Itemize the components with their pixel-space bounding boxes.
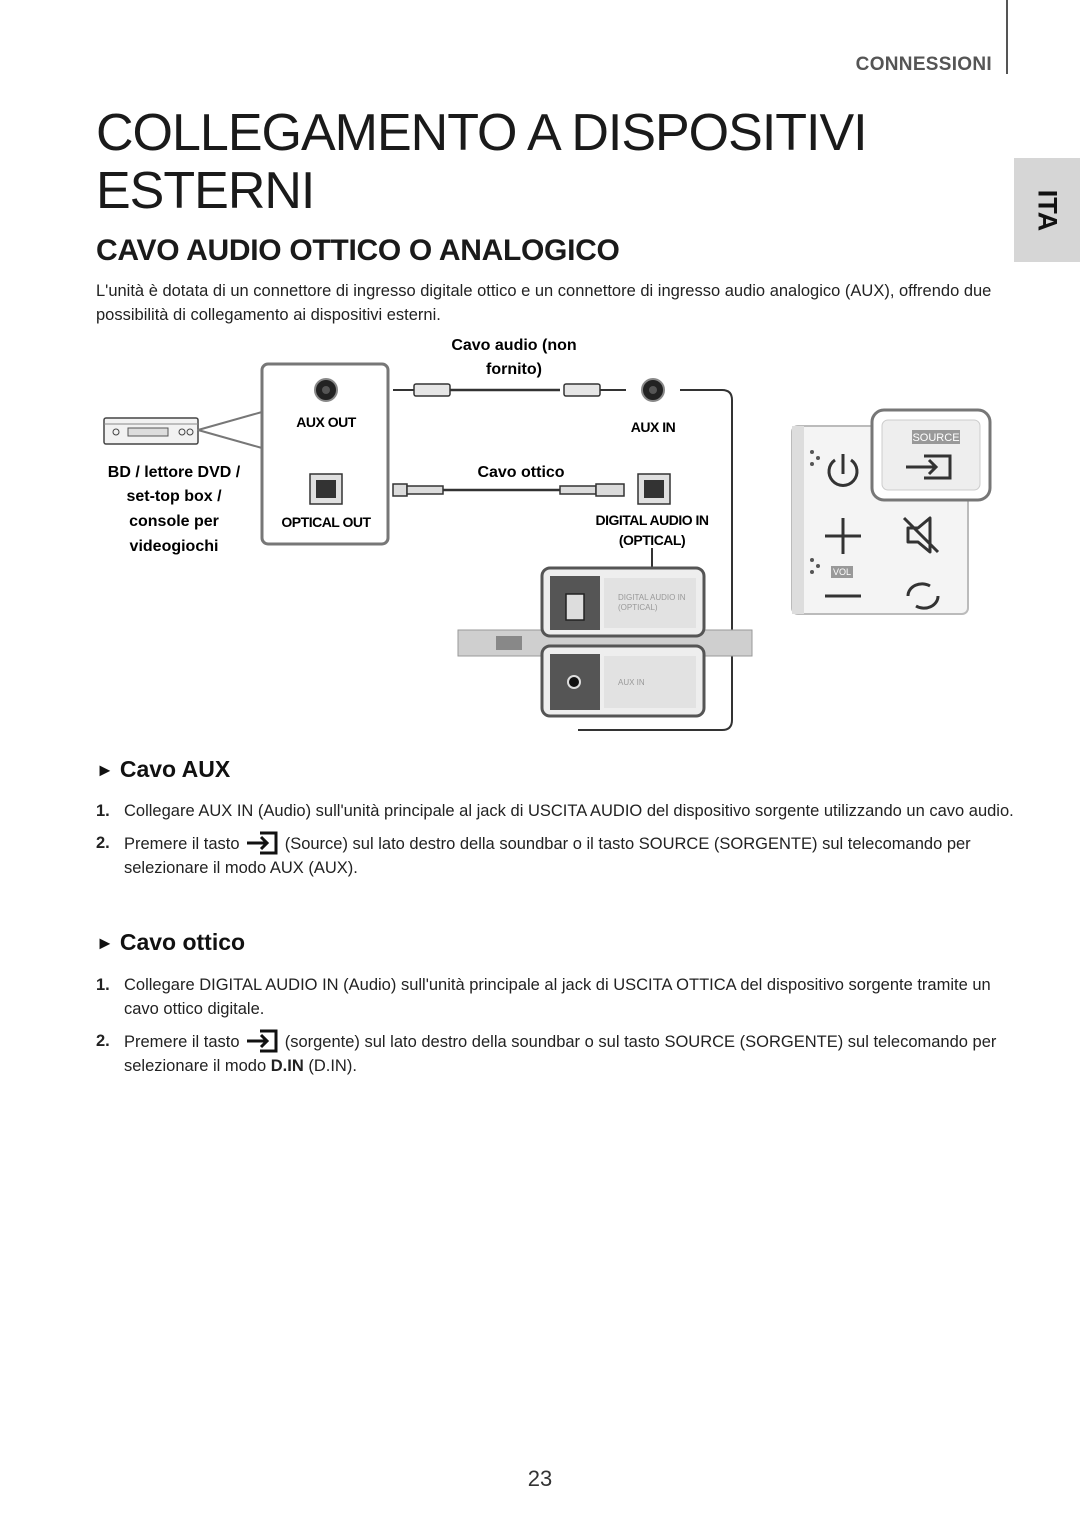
vol-label: VOL xyxy=(833,567,851,577)
source-badge xyxy=(912,430,960,444)
text-run: Premere il tasto xyxy=(124,835,245,853)
optical-cable xyxy=(392,483,625,497)
source-icon xyxy=(247,831,278,855)
source-icon xyxy=(906,454,952,480)
aux-step-2: 2. Premere il tasto (Source) sul lato des… xyxy=(96,831,1016,880)
source-device-label-2: set-top box / xyxy=(126,488,222,505)
source-device-label-4: videogiochi xyxy=(130,538,219,555)
digital-in-label-1: DIGITAL AUDIO IN xyxy=(595,512,708,528)
section-subtitle: CAVO AUDIO OTTICO O ANALOGICO xyxy=(96,234,620,267)
digital-in-label-2: (OPTICAL) xyxy=(619,532,685,548)
step-number: 1. xyxy=(96,976,110,994)
repeat-icon xyxy=(906,582,940,610)
text-run: (Source) sul lato destro della soundbar … xyxy=(280,835,639,853)
source-button-label: SOURCE xyxy=(912,432,959,444)
aux-section-heading: ►Cavo AUX xyxy=(96,756,230,783)
language-tab: ITA xyxy=(1014,158,1080,262)
optical-step-2: 2. Premere il tasto (sorgente) sul lato d… xyxy=(96,1029,1016,1078)
audio-cable-label-2: fornito) xyxy=(486,361,542,378)
text-run: sull'unità principale al jack di USCITA … xyxy=(124,976,991,1018)
text-run: sul telecomando per selezionare il modo xyxy=(124,1033,997,1075)
step-number: 2. xyxy=(96,1032,110,1050)
step-number: 1. xyxy=(96,802,110,820)
step-number: 2. xyxy=(96,834,110,852)
audio-cable-label-1: Cavo audio (non xyxy=(451,337,576,354)
keyword-source: SOURCE (SORGENTE) xyxy=(664,1033,844,1051)
source-device-label-3: console per xyxy=(129,513,219,530)
source-panel xyxy=(260,362,390,546)
panel-digital-in-label-2: (OPTICAL) xyxy=(618,603,658,612)
text-run: sul telecomando per selezionare il modo xyxy=(124,835,971,877)
text-run: (AUX). xyxy=(303,859,358,877)
aux-steps: 1. Collegare AUX IN (Audio) sull'unità pr… xyxy=(96,799,1016,888)
text-run: Collegare xyxy=(124,802,199,820)
aux-connector-line xyxy=(578,389,733,731)
text-run: Collegare xyxy=(124,976,200,994)
connection-diagram: AUX OUT OPTICAL OUT BD / lettore DVD / s… xyxy=(103,337,992,731)
language-tab-label: ITA xyxy=(1032,189,1063,231)
header-rule xyxy=(1006,0,1008,74)
mute-icon xyxy=(902,516,940,554)
text-run: Premere il tasto xyxy=(124,1033,245,1051)
keyword-aux: AUX xyxy=(269,859,304,877)
power-icon xyxy=(827,454,859,487)
vol-badge xyxy=(831,566,853,578)
aux-section-heading-text: Cavo AUX xyxy=(119,756,231,782)
callout-pointer xyxy=(197,411,263,449)
keyword-aux-in: AUX IN xyxy=(198,802,254,820)
optical-step-1: 1. Collegare DIGITAL AUDIO IN (Audio) sul… xyxy=(96,973,1016,1021)
plus-icon xyxy=(825,518,861,554)
keyword-d-in: D.IN xyxy=(270,1057,304,1075)
optical-section-heading: ►Cavo ottico xyxy=(96,929,245,956)
player-device-icon xyxy=(103,417,199,445)
arrow-bullet-icon: ► xyxy=(96,933,114,953)
source-device-label-1: BD / lettore DVD / xyxy=(108,464,241,481)
text-run: (D.IN). xyxy=(303,1057,357,1075)
arrow-bullet-icon: ► xyxy=(96,760,114,780)
intro-paragraph: L'unità è dotata di un connettore di ing… xyxy=(96,282,992,324)
aux-in-label: AUX IN xyxy=(631,419,676,435)
optical-steps: 1. Collegare DIGITAL AUDIO IN (Audio) sul… xyxy=(96,973,1016,1086)
page-number: 23 xyxy=(527,1466,553,1491)
text-run: (sorgente) sul lato destro della soundba… xyxy=(280,1033,665,1051)
section-header: CONNESSIONI xyxy=(855,54,992,75)
optical-cable-label: Cavo ottico xyxy=(477,464,564,481)
text-run: (Audio) sull'unità principale al jack di… xyxy=(253,802,1014,820)
keyword-source: SOURCE (SORGENTE) xyxy=(638,835,818,853)
audio-cable xyxy=(393,383,626,397)
optical-section-heading-text: Cavo ottico xyxy=(119,929,246,955)
aux-out-label: AUX OUT xyxy=(296,414,356,430)
panel-aux-in-label: AUX IN xyxy=(618,678,645,687)
page-title: COLLEGAMENTO A DISPOSITIVI ESTERNI xyxy=(96,104,868,220)
aux-step-1: 1. Collegare AUX IN (Audio) sull'unità pr… xyxy=(96,799,1016,823)
source-icon xyxy=(247,1029,278,1053)
keyword-digital-audio-in: DIGITAL AUDIO IN (Audio) xyxy=(199,976,397,994)
panel-digital-in-label-1: DIGITAL AUDIO IN xyxy=(618,593,686,602)
optical-out-label: OPTICAL OUT xyxy=(281,514,371,530)
